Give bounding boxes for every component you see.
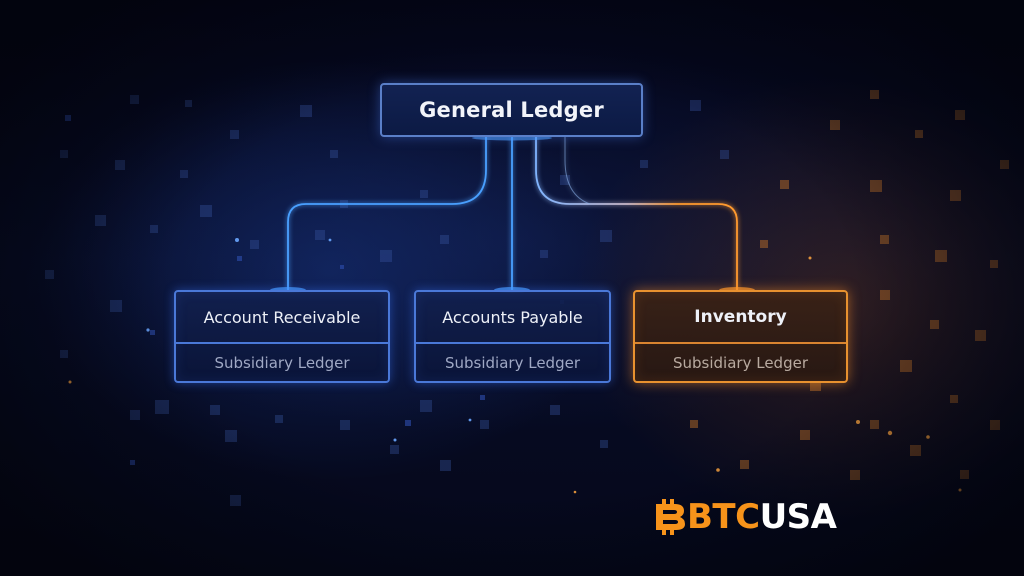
brand-part-usa: USA	[759, 497, 837, 537]
node-title: Account Receivable	[203, 307, 361, 327]
node-subtitle: Subsidiary Ledger	[673, 353, 808, 372]
accounts-payable-node: Accounts Payable Subsidiary Ledger	[414, 290, 611, 383]
inventory-node: Inventory Subsidiary Ledger	[633, 290, 848, 383]
general-ledger-label: General Ledger	[419, 98, 604, 122]
brand-part-btc: BTC	[687, 497, 760, 537]
node-divider	[635, 342, 846, 344]
node-subtitle: Subsidiary Ledger	[214, 353, 350, 372]
connector-receivable	[287, 137, 487, 290]
node-divider	[176, 342, 388, 344]
bitcoin-icon	[656, 499, 685, 535]
node-title: Accounts Payable	[442, 307, 583, 327]
node-subtitle: Subsidiary Ledger	[445, 353, 580, 372]
account-receivable-node: Account Receivable Subsidiary Ledger	[174, 290, 390, 383]
node-divider	[416, 342, 609, 344]
connector-inventory	[535, 137, 738, 290]
node-title: Inventory	[694, 307, 787, 327]
general-ledger-node: General Ledger	[380, 83, 643, 137]
